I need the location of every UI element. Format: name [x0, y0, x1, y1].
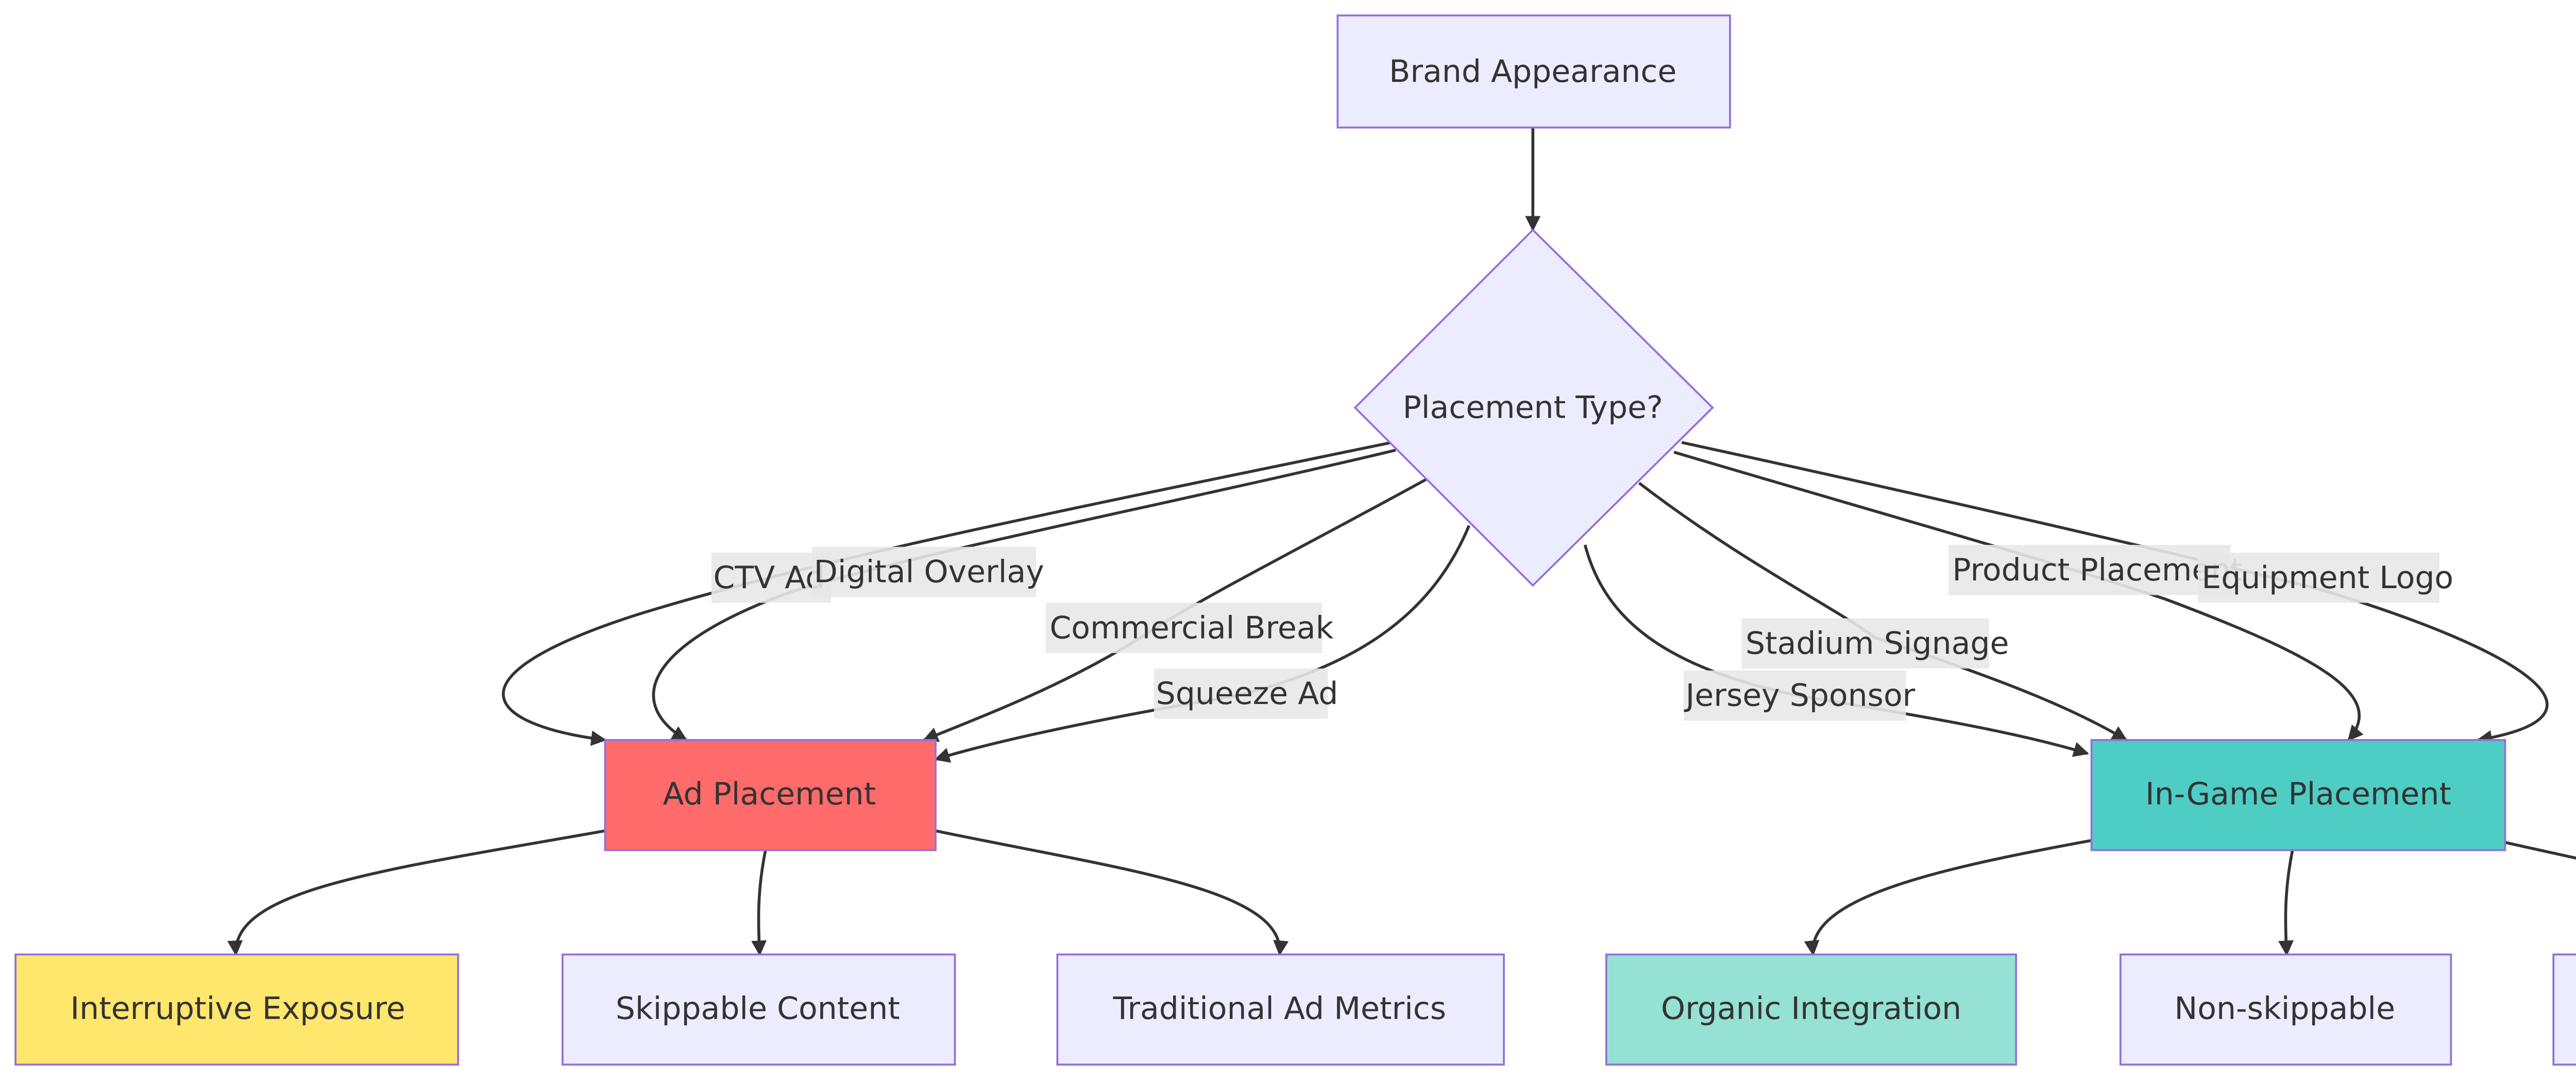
- svg-text:Brand Appearance: Brand Appearance: [1389, 54, 1676, 90]
- edge-label-product: Product Placement: [1948, 545, 2243, 595]
- node-placement-type-decision[interactable]: Placement Type?: [1353, 228, 1714, 587]
- node-non-skippable[interactable]: Non-skippable: [2119, 953, 2452, 1066]
- node-shape: [561, 953, 956, 1066]
- node-shape: [604, 739, 937, 851]
- node-shape: [1056, 953, 1505, 1066]
- edge-ad-traditional: [935, 829, 1289, 956]
- node-shape: [14, 953, 460, 1066]
- svg-text:Traditional Ad Metrics: Traditional Ad Metrics: [1112, 990, 1446, 1026]
- svg-text:In-Game Placement: In-Game Placement: [2145, 776, 2451, 812]
- svg-text:Jersey Sponsor: Jersey Sponsor: [1684, 678, 1916, 714]
- node-brand-appearance[interactable]: Brand Appearance: [1336, 14, 1731, 129]
- edge-ingame-recall: [2504, 841, 2576, 860]
- node-shape: [2090, 739, 2506, 851]
- svg-text:Organic Integration: Organic Integration: [1661, 990, 1961, 1026]
- svg-text:Commercial Break: Commercial Break: [1049, 610, 1333, 646]
- svg-text:CTV Ad: CTV Ad: [714, 560, 825, 596]
- svg-text:Digital Overlay: Digital Overlay: [814, 554, 1044, 590]
- node-organic-integration[interactable]: Organic Integration: [1605, 953, 2018, 1066]
- node-enhanced-brand-recall[interactable]: Enhanced Brand Recall: [2552, 953, 2576, 1066]
- svg-text:Squeeze Ad: Squeeze Ad: [1156, 676, 1338, 712]
- svg-text:Product Placement: Product Placement: [1952, 552, 2242, 588]
- node-interruptive-exposure[interactable]: Interruptive Exposure: [14, 953, 460, 1066]
- svg-text:Stadium Signage: Stadium Signage: [1745, 625, 2009, 661]
- edge-label-stadium: Stadium Signage: [1741, 618, 2009, 669]
- svg-text:Non-skippable: Non-skippable: [2174, 990, 2395, 1026]
- node-shape: [1336, 14, 1731, 129]
- edge-label-jersey: Jersey Sponsor: [1684, 670, 1916, 721]
- node-skippable-content[interactable]: Skippable Content: [561, 953, 956, 1066]
- edge-label-ctv: CTV Ad: [711, 553, 832, 603]
- node-ad-placement[interactable]: Ad Placement: [604, 739, 937, 851]
- svg-text:Placement Type?: Placement Type?: [1403, 390, 1663, 426]
- edge-label-squeeze: Squeeze Ad: [1154, 668, 1338, 719]
- svg-text:Equipment Logo: Equipment Logo: [2201, 560, 2453, 596]
- node-shape: [1605, 953, 2018, 1066]
- svg-text:Skippable Content: Skippable Content: [616, 990, 900, 1026]
- node-shape: [2119, 953, 2452, 1066]
- node-in-game-placement[interactable]: In-Game Placement: [2090, 739, 2506, 851]
- edge-label-overlay: Digital Overlay: [811, 546, 1044, 597]
- edge-ad-interruptive: [227, 829, 605, 956]
- node-shape: [2552, 953, 2576, 1066]
- edge-ad-skippable: [751, 850, 767, 956]
- svg-text:Interruptive Exposure: Interruptive Exposure: [70, 990, 405, 1026]
- edge-label-equipment: Equipment Logo: [2197, 553, 2453, 603]
- edge-ctv: [502, 441, 1392, 746]
- decision-diamond: [1353, 228, 1714, 587]
- edge-ingame-nonskippable: [2278, 850, 2294, 956]
- svg-text:Ad Placement: Ad Placement: [663, 776, 876, 812]
- edge-label-commercial: Commercial Break: [1045, 603, 1334, 654]
- edge-ingame-organic: [1804, 839, 2092, 956]
- node-traditional-ad-metrics[interactable]: Traditional Ad Metrics: [1056, 953, 1505, 1066]
